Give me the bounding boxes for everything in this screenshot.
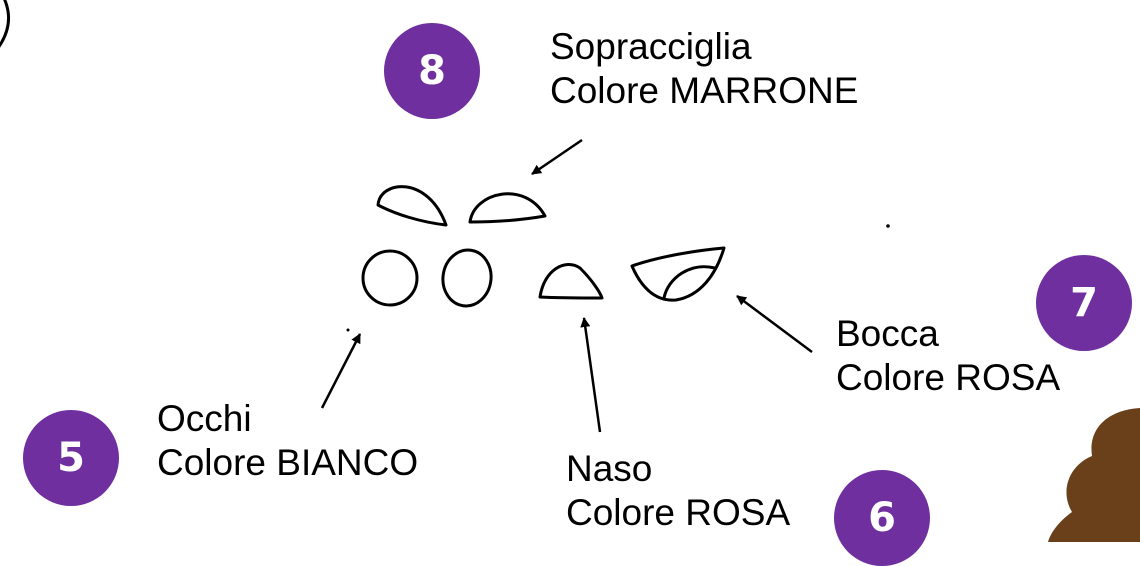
step-badge-nose: 6 xyxy=(834,470,930,566)
step-badge-eyebrows: 8 xyxy=(384,23,480,119)
edge-outline-shape xyxy=(0,0,11,48)
arrow-nose xyxy=(580,317,602,433)
label-eyebrows-name: Sopracciglia xyxy=(550,26,752,67)
arrow-eyebrows xyxy=(531,138,583,176)
stray-dot xyxy=(886,224,890,228)
eyebrow-left-shape xyxy=(376,185,448,227)
stray-dot xyxy=(346,328,350,332)
label-eyes-name: Occhi xyxy=(157,398,252,439)
eye-right-shape xyxy=(441,248,493,308)
label-eyes-color: Colore BIANCO xyxy=(157,442,419,483)
eyebrow-right-shape xyxy=(468,192,547,224)
label-nose-color: Colore ROSA xyxy=(566,492,791,533)
sketch-layer xyxy=(0,0,1140,542)
arrow-mouth xyxy=(736,294,813,354)
label-mouth-color: Colore ROSA xyxy=(836,357,1061,398)
step-badge-mouth: 7 xyxy=(1036,255,1132,351)
eye-left-shape xyxy=(361,249,419,307)
label-eyebrows: Sopracciglia Colore MARRONE xyxy=(550,25,858,113)
label-nose: Naso Colore ROSA xyxy=(566,447,790,535)
step-badge-eyes: 5 xyxy=(23,410,119,506)
label-eyebrows-color: Colore MARRONE xyxy=(550,70,859,111)
label-mouth: Bocca Colore ROSA xyxy=(836,312,1060,400)
nose-shape xyxy=(538,263,604,300)
mouth-inner-shape xyxy=(662,265,716,299)
label-mouth-name: Bocca xyxy=(836,313,939,354)
label-nose-name: Naso xyxy=(566,448,653,489)
arrow-eyes xyxy=(320,333,362,409)
label-eyes: Occhi Colore BIANCO xyxy=(157,397,418,485)
brown-blob-shape xyxy=(1048,408,1140,542)
mouth-shape xyxy=(630,246,726,302)
